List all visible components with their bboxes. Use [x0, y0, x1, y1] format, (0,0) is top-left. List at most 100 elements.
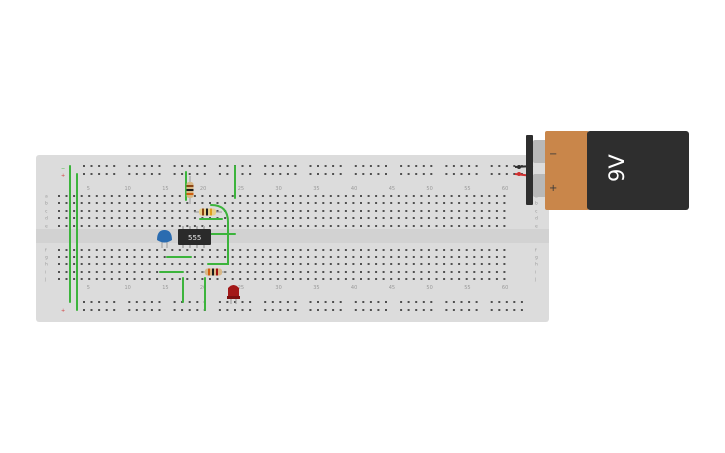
breadboard-hole[interactable]	[80, 217, 83, 219]
breadboard-hole[interactable]	[83, 309, 85, 311]
breadboard-hole[interactable]	[480, 210, 483, 212]
capacitor[interactable]	[157, 230, 172, 248]
breadboard-hole[interactable]	[80, 278, 83, 280]
breadboard-hole[interactable]	[337, 249, 340, 251]
breadboard-hole[interactable]	[314, 195, 317, 197]
breadboard-hole[interactable]	[156, 225, 159, 227]
breadboard-hole[interactable]	[473, 271, 476, 273]
breadboard-hole[interactable]	[299, 271, 302, 273]
breadboard-hole[interactable]	[246, 217, 249, 219]
breadboard-hole[interactable]	[231, 210, 234, 212]
breadboard-hole[interactable]	[279, 173, 282, 175]
breadboard-hole[interactable]	[261, 249, 264, 251]
breadboard-hole[interactable]	[218, 301, 221, 303]
breadboard-hole[interactable]	[307, 195, 310, 197]
breadboard-hole[interactable]	[264, 309, 267, 311]
breadboard-hole[interactable]	[156, 202, 159, 204]
breadboard-hole[interactable]	[133, 271, 136, 273]
breadboard-hole[interactable]	[322, 202, 325, 204]
breadboard-hole[interactable]	[473, 225, 476, 227]
breadboard-hole[interactable]	[445, 309, 448, 311]
breadboard-hole[interactable]	[284, 271, 287, 273]
breadboard-hole[interactable]	[337, 217, 340, 219]
breadboard-hole[interactable]	[163, 263, 166, 265]
breadboard-hole[interactable]	[103, 256, 106, 258]
breadboard-hole[interactable]	[80, 195, 83, 197]
breadboard-hole[interactable]	[73, 271, 76, 273]
breadboard-hole[interactable]	[412, 225, 415, 227]
breadboard-hole[interactable]	[314, 278, 317, 280]
breadboard-hole[interactable]	[196, 301, 199, 303]
breadboard-hole[interactable]	[178, 278, 181, 280]
breadboard-hole[interactable]	[488, 249, 491, 251]
breadboard-hole[interactable]	[443, 256, 446, 258]
breadboard-hole[interactable]	[254, 210, 257, 212]
led[interactable]	[227, 285, 240, 304]
breadboard-hole[interactable]	[269, 249, 272, 251]
breadboard-hole[interactable]	[490, 309, 493, 311]
breadboard-hole[interactable]	[332, 173, 335, 175]
breadboard-hole[interactable]	[337, 195, 340, 197]
breadboard-hole[interactable]	[390, 210, 393, 212]
breadboard-hole[interactable]	[397, 249, 400, 251]
breadboard-hole[interactable]	[473, 278, 476, 280]
breadboard-hole[interactable]	[284, 278, 287, 280]
breadboard-hole[interactable]	[65, 195, 68, 197]
breadboard-hole[interactable]	[329, 202, 332, 204]
breadboard-hole[interactable]	[352, 210, 355, 212]
breadboard-hole[interactable]	[254, 225, 257, 227]
breadboard-hole[interactable]	[58, 278, 60, 280]
breadboard-hole[interactable]	[143, 173, 146, 175]
breadboard-hole[interactable]	[193, 217, 196, 219]
breadboard-hole[interactable]	[307, 271, 310, 273]
breadboard-hole[interactable]	[422, 173, 425, 175]
breadboard-hole[interactable]	[488, 271, 491, 273]
breadboard-hole[interactable]	[397, 195, 400, 197]
breadboard-hole[interactable]	[193, 202, 196, 204]
breadboard-hole[interactable]	[110, 263, 113, 265]
breadboard-hole[interactable]	[344, 278, 347, 280]
breadboard-hole[interactable]	[488, 263, 491, 265]
breadboard-hole[interactable]	[249, 301, 252, 303]
breadboard-hole[interactable]	[126, 256, 128, 258]
breadboard-hole[interactable]	[173, 309, 176, 311]
breadboard-hole[interactable]	[314, 263, 317, 265]
breadboard-hole[interactable]	[246, 195, 249, 197]
breadboard-hole[interactable]	[352, 256, 355, 258]
breadboard-hole[interactable]	[505, 309, 508, 311]
breadboard-hole[interactable]	[261, 263, 264, 265]
breadboard-hole[interactable]	[490, 165, 493, 167]
breadboard-hole[interactable]	[261, 195, 264, 197]
breadboard-hole[interactable]	[128, 309, 131, 311]
breadboard-hole[interactable]	[133, 278, 136, 280]
breadboard-hole[interactable]	[488, 202, 491, 204]
breadboard-hole[interactable]	[156, 195, 159, 197]
breadboard-hole[interactable]	[103, 249, 106, 251]
breadboard-hole[interactable]	[246, 278, 249, 280]
breadboard-hole[interactable]	[427, 271, 430, 273]
breadboard-hole[interactable]	[98, 301, 101, 303]
breadboard-hole[interactable]	[367, 210, 370, 212]
breadboard-hole[interactable]	[375, 225, 378, 227]
breadboard-hole[interactable]	[390, 195, 393, 197]
breadboard-hole[interactable]	[126, 225, 128, 227]
breadboard-hole[interactable]	[73, 217, 76, 219]
breadboard-hole[interactable]	[261, 271, 264, 273]
breadboard-hole[interactable]	[224, 195, 227, 197]
breadboard-hole[interactable]	[367, 195, 370, 197]
breadboard-hole[interactable]	[128, 173, 131, 175]
breadboard-hole[interactable]	[193, 271, 196, 273]
breadboard-hole[interactable]	[203, 173, 206, 175]
breadboard-hole[interactable]	[360, 278, 362, 280]
breadboard-hole[interactable]	[83, 301, 85, 303]
breadboard-hole[interactable]	[231, 249, 234, 251]
breadboard-hole[interactable]	[322, 278, 325, 280]
breadboard-hole[interactable]	[430, 173, 433, 175]
breadboard-hole[interactable]	[458, 278, 461, 280]
breadboard-hole[interactable]	[216, 249, 219, 251]
breadboard-hole[interactable]	[505, 173, 508, 175]
breadboard-hole[interactable]	[329, 225, 332, 227]
breadboard-hole[interactable]	[322, 271, 325, 273]
breadboard-hole[interactable]	[95, 202, 98, 204]
breadboard-hole[interactable]	[103, 217, 106, 219]
